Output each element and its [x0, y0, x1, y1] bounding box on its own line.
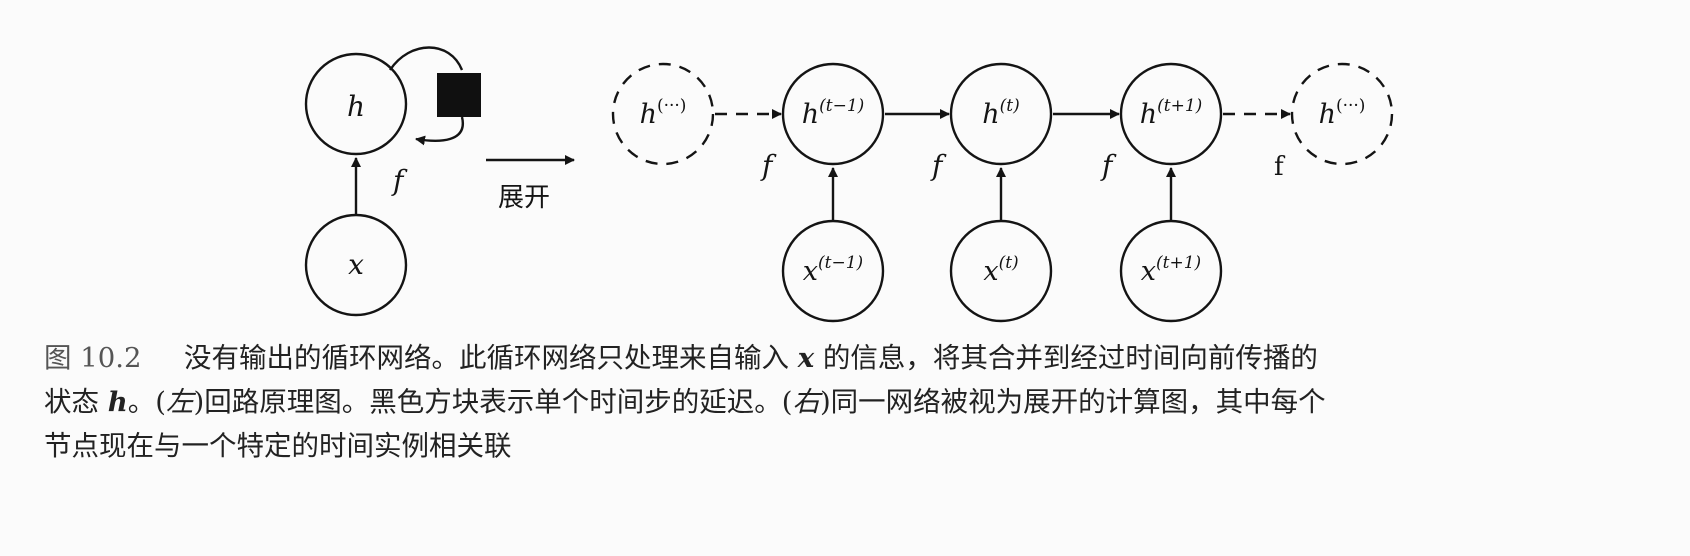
hidden-state-label: h	[347, 90, 365, 123]
rnn-unfolding-diagram: h x f 展开 h(···) h(t−1)	[304, 46, 1394, 323]
function-label-1: f	[760, 149, 777, 182]
caption-right-label: 右	[792, 386, 820, 418]
caption-left-label: 左	[165, 386, 194, 418]
hidden-node-future-ellipsis-label: h(···)	[1319, 96, 1366, 130]
figure-number: 图 10.2	[44, 342, 142, 374]
unfold-transition: 展开	[486, 155, 575, 213]
input-node-t-minus-1-label: x(t−1)	[803, 253, 863, 287]
hidden-node-t-plus-1	[1119, 62, 1223, 166]
input-node-t-plus-1-label: x(t+1)	[1141, 253, 1201, 287]
delay-square	[437, 73, 481, 117]
caption-text-1a: 没有输出的循环网络。此循环网络只处理来自输入	[184, 342, 798, 374]
caption-text-2b: 。(	[127, 386, 166, 418]
function-label-4: f	[1274, 152, 1286, 182]
hidden-node-past-ellipsis	[611, 62, 715, 166]
hidden-node-past-ellipsis-label: h(···)	[640, 96, 687, 130]
function-label-3: f	[1100, 149, 1117, 182]
hidden-node-future-ellipsis	[1290, 62, 1394, 166]
caption-text-2c: )回路原理图。黑色方块表示单个时间步的延迟。(	[193, 386, 793, 418]
recurrent-loop-top	[389, 46, 464, 71]
hidden-node-t-minus-1	[781, 62, 885, 166]
folded-function-label: f	[391, 164, 408, 197]
caption-text-2d: )同一网络被视为展开的计算图，其中每个	[819, 386, 1326, 418]
folded-circuit: h x f	[304, 46, 481, 317]
caption-line-3: 节点现在与一个特定的时间实例相关联	[44, 424, 1664, 468]
caption-line-2: 状态 h。(左)回路原理图。黑色方块表示单个时间步的延迟。(右)同一网络被视为展…	[44, 380, 1664, 424]
hidden-node-t-plus-1-label: h(t+1)	[1140, 96, 1203, 130]
figure-caption: 图 10.2 没有输出的循环网络。此循环网络只处理来自输入 x 的信息，将其合并到…	[44, 336, 1664, 468]
unfolded-graph: h(···) h(t−1) h(t) h(t+1) h(···)	[611, 62, 1394, 323]
hidden-node-t-label: h(t)	[982, 96, 1020, 130]
caption-text-1b: 的信息，将其合并到经过时间向前传播的	[814, 342, 1318, 374]
hidden-node-t-minus-1-label: h(t−1)	[802, 96, 865, 130]
input-node-t-label: x(t)	[983, 253, 1018, 287]
caption-text-3: 节点现在与一个特定的时间实例相关联	[44, 430, 512, 462]
hidden-state-node	[304, 52, 408, 156]
caption-var-x: x	[797, 342, 815, 374]
input-label: x	[348, 248, 364, 281]
function-label-2: f	[930, 149, 947, 182]
hidden-node-t	[949, 62, 1053, 166]
caption-text-2a: 状态	[44, 386, 108, 418]
caption-line-1: 图 10.2 没有输出的循环网络。此循环网络只处理来自输入 x 的信息，将其合并到…	[44, 336, 1664, 380]
unfold-label: 展开	[498, 183, 550, 213]
recurrent-loop-return-arrow	[415, 116, 464, 146]
caption-var-h: h	[107, 386, 128, 418]
